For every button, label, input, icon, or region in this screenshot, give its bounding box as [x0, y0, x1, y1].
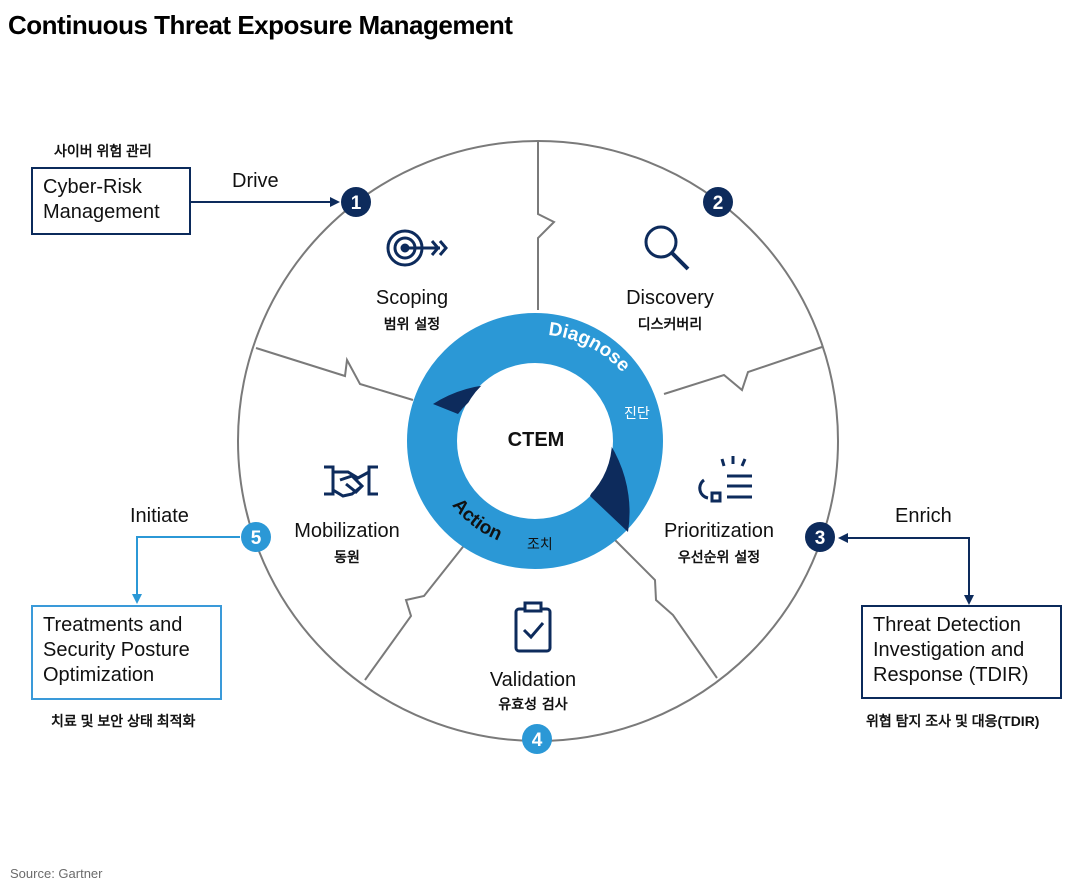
- stage-name-validation: Validation: [490, 669, 576, 691]
- stage-kr-scoping: 범위 설정: [384, 316, 440, 333]
- cyber-risk-line2: Management: [43, 201, 160, 223]
- stage-kr-discovery: 디스커버리: [638, 316, 702, 333]
- cyber-risk-line1: Cyber-Risk: [43, 176, 142, 198]
- divider-right-upper: [663, 346, 823, 395]
- svg-text:5: 5: [251, 528, 262, 549]
- target-icon: [386, 229, 448, 267]
- badge-1: 1: [341, 187, 371, 217]
- stage-name-scoping: Scoping: [376, 287, 448, 309]
- stage-kr-prioritization: 우선순위 설정: [678, 549, 760, 566]
- svg-text:2: 2: [713, 193, 724, 214]
- enrich-label: Enrich: [895, 505, 952, 527]
- clipboard-check-icon: [514, 601, 552, 653]
- cyber-risk-box: Cyber-Risk Management: [31, 167, 191, 235]
- center-label: CTEM: [508, 429, 565, 451]
- drive-arrow: [191, 197, 340, 207]
- ring-center: [458, 364, 612, 518]
- badge-2: 2: [703, 187, 733, 217]
- treatments-line2: Security Posture: [43, 639, 190, 661]
- stage-name-mobilization: Mobilization: [294, 520, 400, 542]
- badge-3: 3: [805, 522, 835, 552]
- treatments-kr: 치료 및 보안 상태 최적화: [51, 713, 196, 729]
- badge-4: 4: [522, 724, 552, 754]
- treatments-line1: Treatments and: [43, 614, 183, 636]
- diagnose-ring: [433, 382, 630, 532]
- stage-name-prioritization: Prioritization: [664, 520, 774, 542]
- initiate-arrow: [132, 536, 240, 604]
- divider-top: [537, 141, 556, 310]
- svg-text:4: 4: [532, 730, 543, 751]
- stage-kr-validation: 유효성 검사: [498, 696, 567, 713]
- page-title: Continuous Threat Exposure Management: [8, 10, 513, 40]
- svg-text:1: 1: [351, 193, 362, 214]
- tdir-kr: 위협 탐지 조사 및 대응(TDIR): [866, 713, 1040, 729]
- tdir-line2: Investigation and: [873, 639, 1025, 661]
- list-priority-icon: [698, 456, 752, 503]
- badge-5: 5: [241, 522, 271, 552]
- drive-label: Drive: [232, 170, 279, 192]
- action-ring: [407, 313, 663, 569]
- svg-text:3: 3: [815, 528, 826, 549]
- tdir-line1: Threat Detection: [873, 614, 1021, 636]
- magnifier-icon: [644, 225, 690, 271]
- diagnose-kr: 진단: [624, 406, 650, 422]
- treatments-line3: Optimization: [43, 664, 155, 686]
- action-kr: 조치: [527, 537, 553, 553]
- divider-right-lower: [614, 539, 718, 679]
- divider-left-lower: [364, 542, 467, 681]
- cyber-risk-kr: 사이버 위험 관리: [54, 143, 152, 159]
- treatments-box: Treatments and Security Posture Optimiza…: [31, 605, 222, 700]
- initiate-label: Initiate: [130, 505, 189, 527]
- divider-left-upper: [255, 347, 414, 401]
- stage-kr-mobilization: 동원: [334, 550, 360, 566]
- handshake-icon: [324, 465, 378, 498]
- tdir-box: Threat Detection Investigation and Respo…: [861, 605, 1062, 699]
- enrich-arrow: [838, 533, 974, 605]
- source-note: Source: Gartner: [10, 866, 103, 881]
- stage-name-discovery: Discovery: [626, 287, 714, 309]
- tdir-line3: Response (TDIR): [873, 664, 1029, 686]
